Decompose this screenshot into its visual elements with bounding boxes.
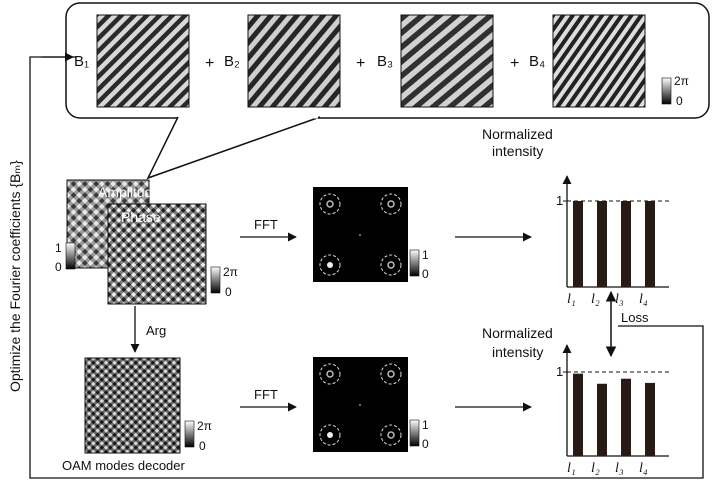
plus-sign-2: + bbox=[356, 55, 365, 72]
oam-decoder: 2π 0 OAM modes decoder bbox=[62, 357, 212, 473]
arg-label: Arg bbox=[146, 323, 166, 338]
phase-colorbar-min: 0 bbox=[225, 285, 232, 299]
fft-colorbar-top-min: 0 bbox=[422, 267, 429, 281]
decoder-colorbar bbox=[184, 420, 195, 448]
chart-top-ytick: 1 bbox=[556, 193, 563, 208]
decoder-map bbox=[84, 357, 181, 454]
phase-colorbar bbox=[210, 266, 221, 294]
chart-top-bar-2 bbox=[597, 201, 607, 287]
phase-colorbar-max: 2π bbox=[223, 265, 238, 279]
optimize-label: Optimize the Fourier coefficients {Bₘ} bbox=[7, 160, 23, 392]
fft-label-bottom: FFT bbox=[254, 387, 278, 402]
fft-output-bottom: 1 0 bbox=[313, 357, 429, 452]
coef-label-3: B₃ bbox=[377, 53, 393, 70]
decoder-colorbar-max: 2π bbox=[197, 419, 212, 433]
top-coefficient-panel: B₁ + B₂ + B₃ + B₄ 2π 0 bbox=[65, 2, 710, 119]
feedback-line bbox=[29, 56, 704, 479]
phase-map bbox=[107, 203, 207, 305]
chart-bottom-ylabel-1: Normalized bbox=[482, 325, 553, 341]
decoder-label: OAM modes decoder bbox=[62, 458, 186, 473]
amplitude-label: Amplitude bbox=[98, 184, 160, 200]
chart-top-bar-4 bbox=[645, 201, 655, 287]
feedback-loop: Optimize the Fourier coefficients {Bₘ} L… bbox=[7, 52, 704, 479]
fft-spots-bottom bbox=[319, 363, 402, 446]
chart-bottom-xtick-4: l₄ bbox=[639, 461, 648, 476]
fft-colorbar-bottom bbox=[409, 419, 420, 447]
chart-top-xtick-3: l₃ bbox=[615, 292, 624, 307]
coef-label-2: B₂ bbox=[224, 53, 240, 70]
fft-colorbar-bottom-min: 0 bbox=[422, 437, 429, 451]
coef-label-1: B₁ bbox=[74, 53, 89, 70]
chart-bottom-ytick: 1 bbox=[556, 364, 563, 379]
top-colorbar-min: 0 bbox=[676, 94, 683, 108]
fft-colorbar-bottom-max: 1 bbox=[422, 418, 429, 432]
hologram-stack: Amplitude Phase 1 0 2π 0 bbox=[55, 179, 238, 305]
intensity-chart-output: Normalized intensity 1 l₁ l₂ l₃ l₄ bbox=[482, 325, 669, 476]
intensity-chart-target: Normalized intensity 1 l₁ l₂ l₃ l₄ bbox=[482, 126, 669, 307]
coef-label-4: B₄ bbox=[529, 53, 545, 70]
amplitude-colorbar-max: 1 bbox=[55, 241, 62, 255]
chart-top-bar-3 bbox=[621, 201, 631, 287]
chart-bottom-xtick-2: l₂ bbox=[591, 461, 600, 476]
chart-bottom-ylabel-2: intensity bbox=[492, 344, 543, 360]
chart-top-xtick-2: l₂ bbox=[591, 292, 600, 307]
loss-label: Loss bbox=[621, 310, 649, 325]
phase-label: Phase bbox=[121, 209, 161, 225]
fft-label-top: FFT bbox=[254, 217, 278, 232]
phase-map-3 bbox=[400, 14, 494, 108]
fft-colorbar-top-max: 1 bbox=[422, 248, 429, 262]
phase-map-1 bbox=[96, 14, 190, 108]
chart-bottom-xtick-1: l₁ bbox=[567, 461, 576, 476]
fft-spots-top bbox=[319, 193, 402, 276]
chart-bottom-bar-2 bbox=[597, 383, 607, 456]
chart-top-bar-1 bbox=[573, 201, 583, 287]
phase-map-4 bbox=[552, 14, 646, 108]
phase-map-2 bbox=[247, 14, 341, 108]
amplitude-colorbar bbox=[65, 242, 76, 270]
chart-top-xtick-4: l₄ bbox=[639, 292, 648, 307]
top-colorbar bbox=[661, 77, 672, 105]
chart-bottom-bar-3 bbox=[621, 378, 631, 456]
chart-top-ylabel-1: Normalized bbox=[482, 126, 553, 142]
fft-colorbar-top bbox=[409, 249, 420, 277]
fft-output-top: 1 0 bbox=[313, 187, 429, 282]
chart-bottom-bar-1 bbox=[573, 373, 583, 456]
plus-sign-3: + bbox=[510, 55, 519, 72]
chart-top-ylabel-2: intensity bbox=[492, 143, 543, 159]
panel-callout bbox=[146, 116, 321, 180]
chart-bottom-xtick-3: l₃ bbox=[615, 461, 624, 476]
amplitude-colorbar-min: 0 bbox=[55, 260, 62, 274]
plus-sign-1: + bbox=[205, 55, 214, 72]
top-colorbar-max: 2π bbox=[674, 74, 689, 88]
chart-top-xtick-1: l₁ bbox=[567, 292, 576, 307]
decoder-colorbar-min: 0 bbox=[199, 439, 206, 453]
chart-bottom-bar-4 bbox=[645, 382, 655, 456]
